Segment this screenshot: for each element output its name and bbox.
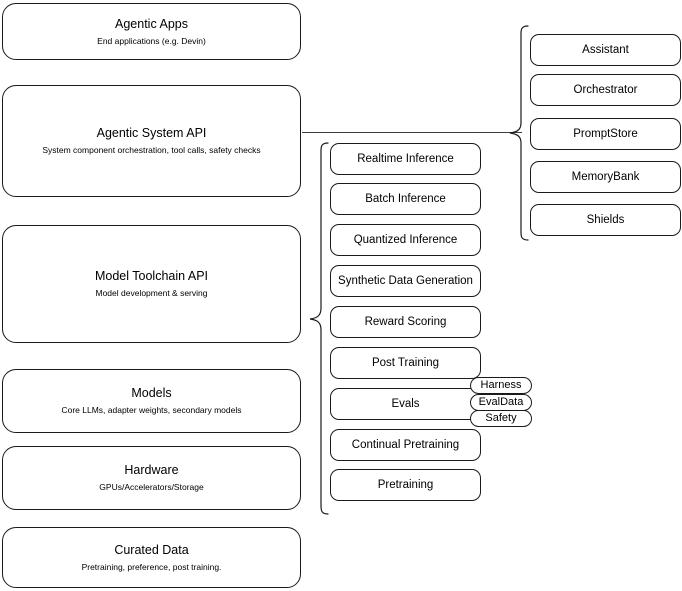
layer-box-model-toolchain-api[interactable]: Model Toolchain API Model development & … bbox=[2, 225, 301, 343]
layer-title: Agentic System API bbox=[96, 126, 207, 140]
layer-subtitle: Model development & serving bbox=[95, 288, 208, 298]
component-label: MemoryBank bbox=[571, 171, 640, 183]
component-label: Quantized Inference bbox=[353, 234, 458, 246]
component-label: Synthetic Data Generation bbox=[338, 275, 473, 287]
layer-box-curated-data[interactable]: Curated Data Pretraining, preference, po… bbox=[2, 527, 301, 588]
layer-subtitle: End applications (e.g. Devin) bbox=[97, 35, 206, 46]
eval-subcomponent-evaldata[interactable]: EvalData bbox=[470, 394, 532, 411]
component-label: Realtime Inference bbox=[357, 153, 454, 165]
layer-subtitle: Core LLMs, adapter weights, secondary mo… bbox=[61, 405, 242, 415]
component-box-post-training[interactable]: Post Training bbox=[330, 347, 481, 379]
component-box-shields[interactable]: Shields bbox=[530, 204, 681, 236]
layer-box-agentic-apps[interactable]: Agentic Apps End applications (e.g. Devi… bbox=[2, 3, 301, 60]
layer-box-models[interactable]: Models Core LLMs, adapter weights, secon… bbox=[2, 369, 301, 433]
layer-title: Models bbox=[131, 386, 172, 400]
layer-box-agentic-system-api[interactable]: Agentic System API System component orch… bbox=[2, 85, 301, 197]
component-box-quantized-inference[interactable]: Quantized Inference bbox=[330, 224, 481, 256]
connector-line-system-api bbox=[302, 132, 522, 133]
eval-subcomponent-label: Harness bbox=[480, 379, 522, 391]
layer-title: Agentic Apps bbox=[115, 16, 188, 31]
component-label: Pretraining bbox=[377, 479, 434, 491]
component-box-reward-scoring[interactable]: Reward Scoring bbox=[330, 306, 481, 338]
brace-system-components bbox=[508, 24, 530, 246]
layer-subtitle: Pretraining, preference, post training. bbox=[81, 561, 222, 572]
component-label: Post Training bbox=[371, 357, 440, 369]
component-box-memorybank[interactable]: MemoryBank bbox=[530, 161, 681, 193]
component-box-batch-inference[interactable]: Batch Inference bbox=[330, 183, 481, 215]
component-label: Evals bbox=[391, 398, 420, 410]
brace-toolchain-components bbox=[308, 141, 330, 519]
eval-subcomponent-safety[interactable]: Safety bbox=[470, 410, 532, 427]
layer-subtitle: GPUs/Accelerators/Storage bbox=[99, 482, 204, 492]
layer-title: Curated Data bbox=[114, 542, 189, 557]
component-box-realtime-inference[interactable]: Realtime Inference bbox=[330, 143, 481, 175]
component-label: Shields bbox=[586, 214, 625, 226]
layer-title: Model Toolchain API bbox=[94, 269, 209, 283]
layer-title: Hardware bbox=[124, 463, 179, 477]
component-box-continual-pretraining[interactable]: Continual Pretraining bbox=[330, 429, 481, 461]
eval-subcomponent-label: EvalData bbox=[478, 396, 524, 408]
component-label: Orchestrator bbox=[573, 84, 638, 96]
component-box-assistant[interactable]: Assistant bbox=[530, 34, 681, 66]
component-label: PromptStore bbox=[573, 128, 638, 140]
component-label: Batch Inference bbox=[365, 193, 446, 205]
layer-box-hardware[interactable]: Hardware GPUs/Accelerators/Storage bbox=[2, 446, 301, 510]
eval-subcomponent-label: Safety bbox=[485, 412, 517, 424]
component-box-synthetic-data-generation[interactable]: Synthetic Data Generation bbox=[330, 265, 481, 297]
eval-subcomponent-harness[interactable]: Harness bbox=[470, 377, 532, 394]
layer-subtitle: System component orchestration, tool cal… bbox=[42, 145, 261, 155]
component-label: Assistant bbox=[582, 44, 629, 56]
component-label: Reward Scoring bbox=[364, 316, 447, 328]
component-label: Continual Pretraining bbox=[351, 439, 460, 451]
component-box-promptstore[interactable]: PromptStore bbox=[530, 118, 681, 150]
component-box-pretraining[interactable]: Pretraining bbox=[330, 469, 481, 501]
component-box-orchestrator[interactable]: Orchestrator bbox=[530, 74, 681, 106]
component-box-evals[interactable]: Evals bbox=[330, 388, 481, 420]
